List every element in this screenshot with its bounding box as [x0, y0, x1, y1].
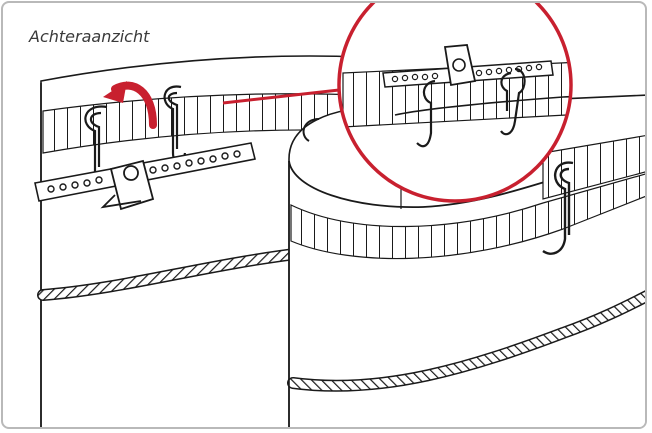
detail-circle: [337, 3, 573, 203]
detail-pointer-line: [222, 87, 349, 105]
hook-drum: [542, 161, 574, 255]
diagram-frame: Achteraanzicht: [1, 1, 647, 429]
curved-arrow-icon: [103, 81, 157, 129]
hook-small: [302, 118, 320, 142]
assembly-illustration: [34, 3, 645, 427]
view-caption: Achteraanzicht: [29, 27, 150, 46]
perforated-strap-left: [34, 142, 256, 211]
